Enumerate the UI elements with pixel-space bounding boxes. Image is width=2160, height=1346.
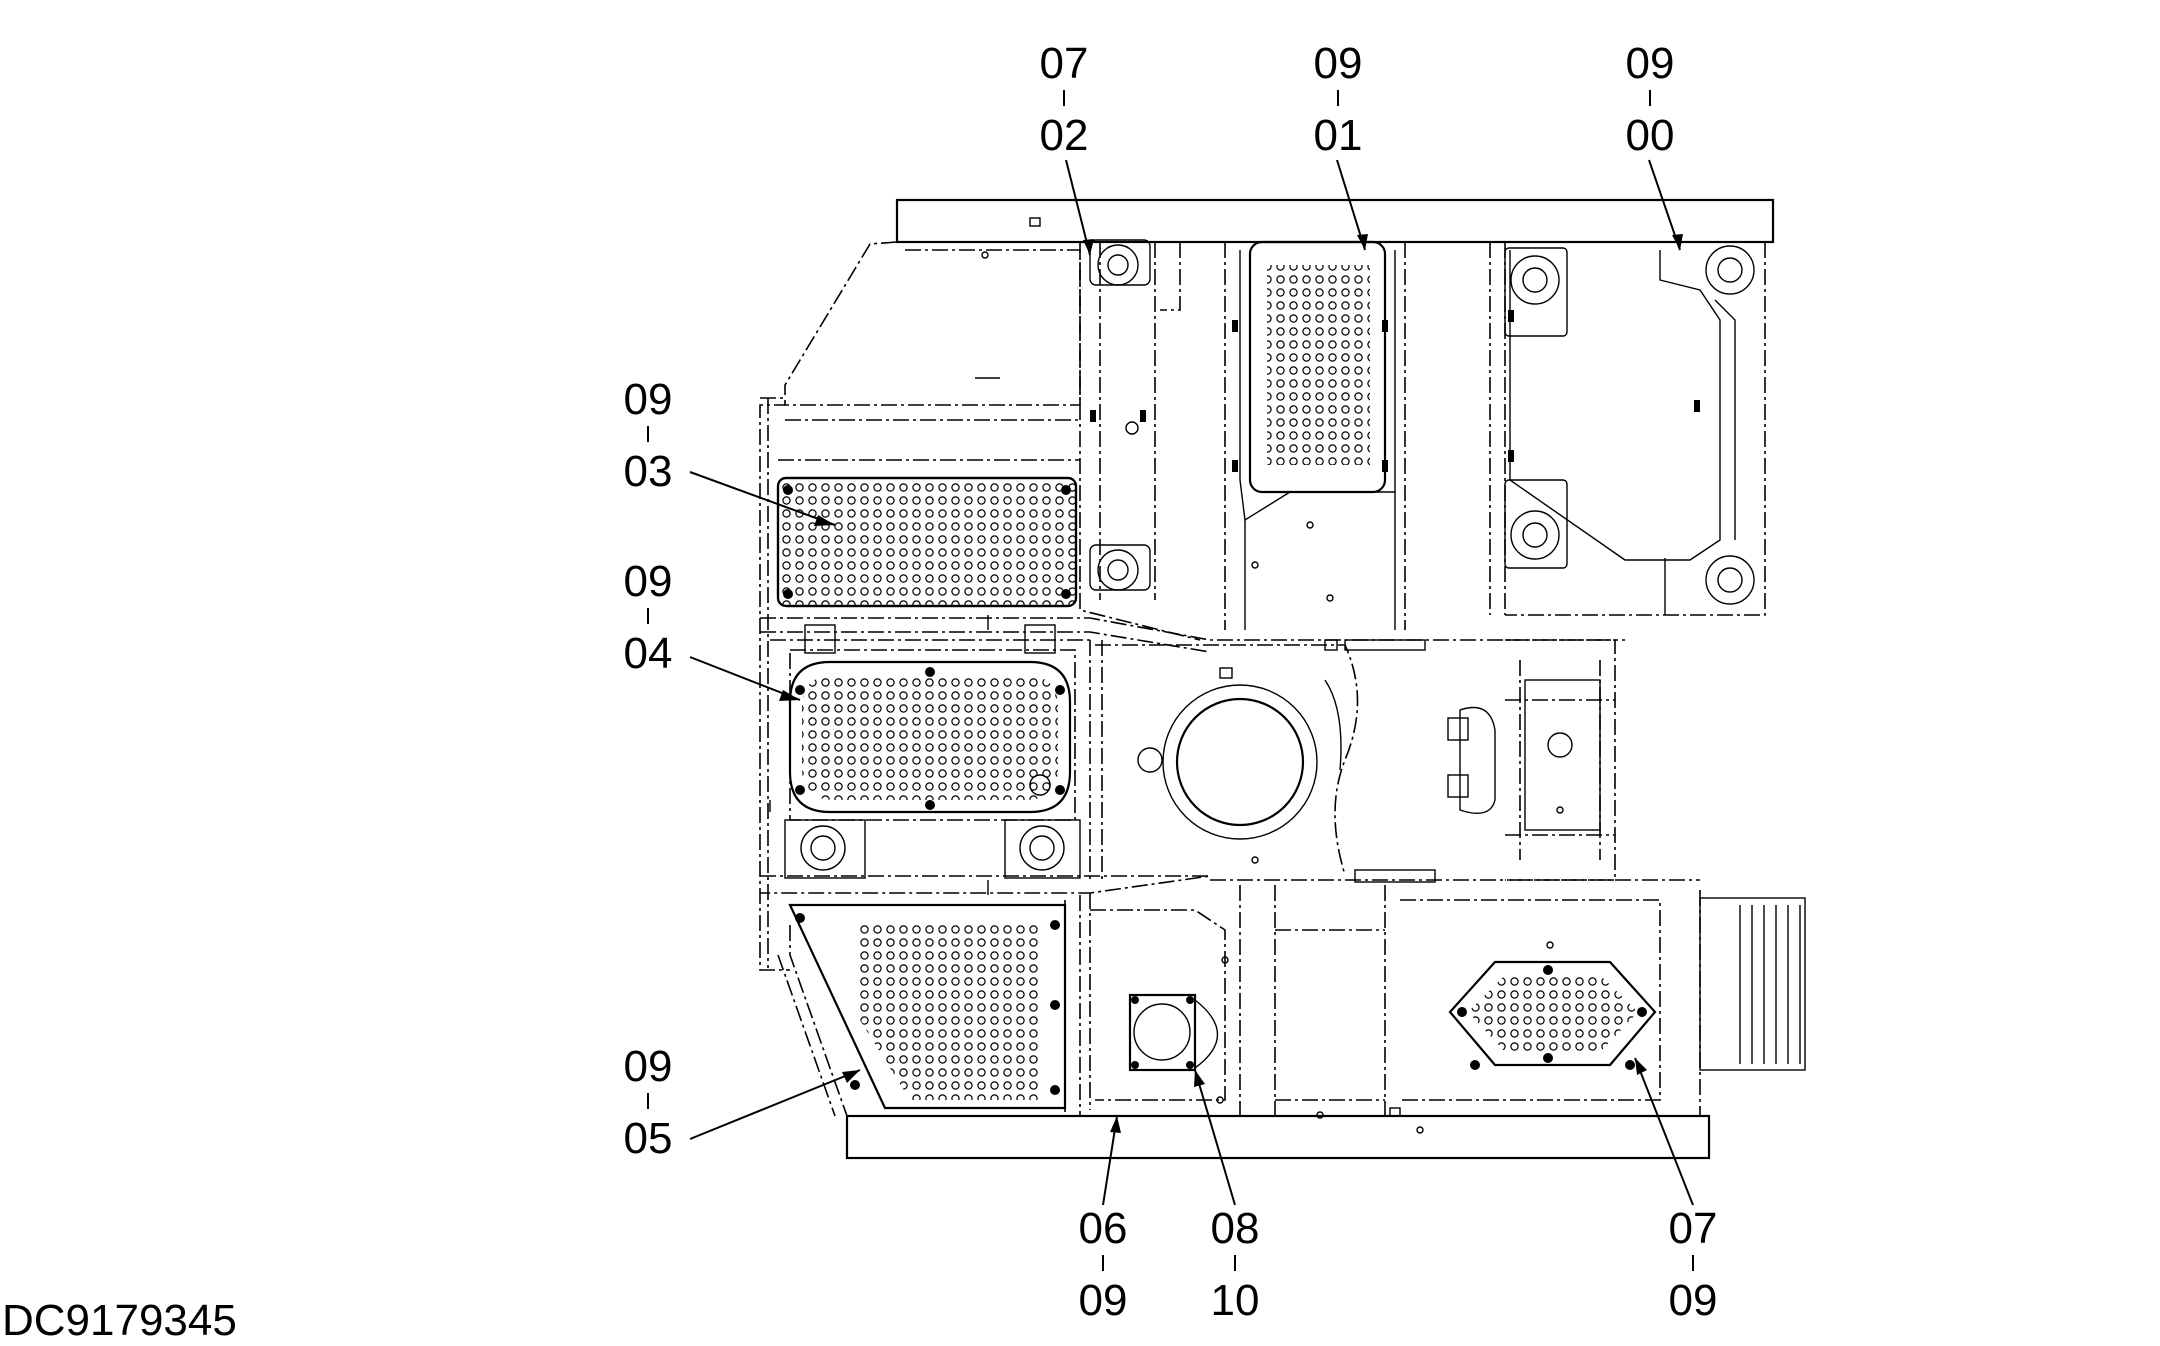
perforated-panel-09-04 [770,624,1090,879]
callout-07-09: 07 09 [1669,1204,1718,1325]
callout-09-00: 09 00 [1626,39,1675,160]
callout-bottom: 10 [1211,1276,1260,1325]
perforated-oval-07-09 [1389,899,1661,1134]
callout-bottom: 03 [624,447,673,496]
callout-09-04: 09 04 [624,557,673,678]
callout-bottom: 09 [1079,1276,1128,1325]
callout-bottom: 09 [1669,1276,1718,1325]
detail-marks [769,615,1338,895]
leader-lines [689,159,1694,1206]
lower-middle-plate-08-10 [1090,885,1386,1119]
vertical-channel-07-02 [1079,239,1201,641]
callout-top: 09 [1626,39,1675,88]
document-id: DC9179345 [2,1296,237,1345]
callout-top: 07 [1040,39,1089,88]
perforated-panel-09-01 [1224,240,1406,630]
callout-top: 07 [1669,1204,1718,1253]
upper-right-compartment-09-00 [1489,242,1755,615]
callout-top: 09 [624,557,673,606]
callout-09-03: 09 03 [624,375,673,496]
callout-09-01: 09 01 [1314,39,1363,160]
callout-top: 08 [1211,1204,1260,1253]
callout-top: 09 [624,375,673,424]
callout-09-05: 09 05 [624,1042,673,1163]
callout-bottom: 02 [1040,111,1089,160]
callout-bottom: 00 [1626,111,1675,160]
callout-bottom: 01 [1314,111,1363,160]
callout-bottom: 05 [624,1114,673,1163]
center-round-port [1095,639,1436,883]
callout-bottom: 04 [624,629,673,678]
right-center-assembly [1447,639,1616,881]
callout-top: 09 [1314,39,1363,88]
perforated-panel-09-03 [776,459,1080,608]
upper-left-compartment [785,217,1081,421]
callout-08-10: 08 10 [1211,1204,1260,1325]
perforated-panel-09-05 [788,895,1081,1116]
callout-top: 09 [624,1042,673,1091]
callout-06-09: 06 09 [1079,1204,1128,1325]
callout-top: 06 [1079,1204,1128,1253]
callout-07-02: 07 02 [1040,39,1089,160]
